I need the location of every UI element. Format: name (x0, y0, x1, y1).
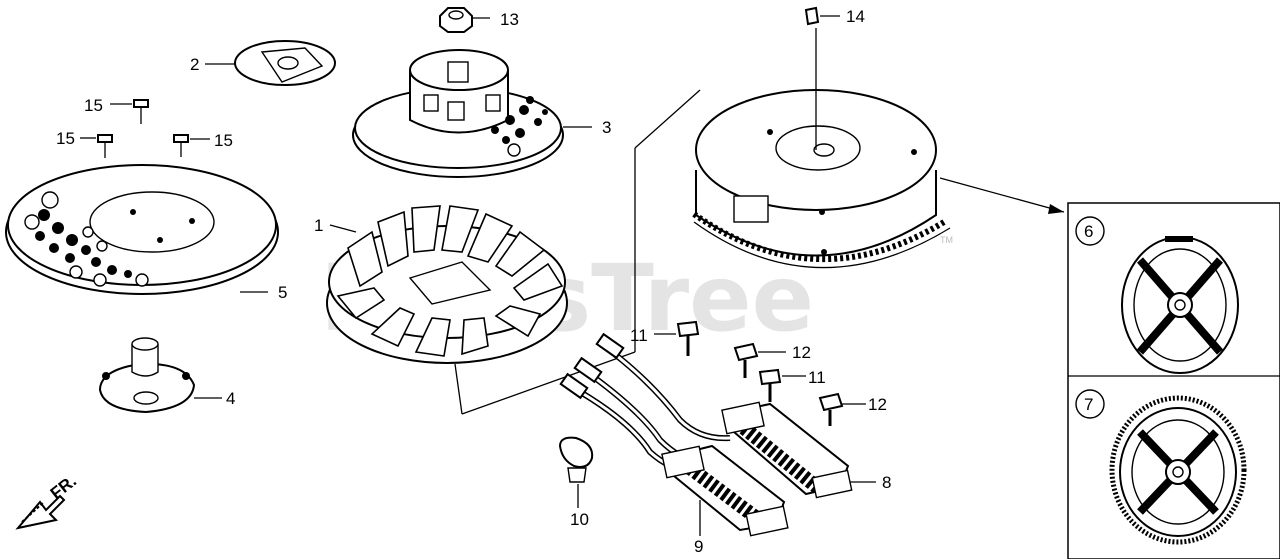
front-label: FR. (47, 471, 80, 503)
part-9-coil[interactable] (661, 444, 789, 537)
callout-11a: 11 (630, 326, 648, 345)
callout-10: 10 (570, 510, 589, 529)
callout-15c: 15 (214, 131, 233, 150)
callout-5: 5 (278, 283, 287, 302)
callout-9: 9 (694, 537, 703, 556)
part-11-bolt-a[interactable] (654, 320, 700, 356)
part-15-bolt-a[interactable] (110, 99, 149, 124)
callout-4: 4 (226, 389, 235, 408)
callout-15a: 15 (84, 96, 103, 115)
callout-8: 8 (882, 473, 891, 492)
part-7-flywheel[interactable] (1075, 389, 1247, 545)
callout-11b: 11 (808, 368, 826, 387)
part-5-cooling-plate[interactable] (5, 164, 279, 295)
part-4-mount[interactable] (98, 337, 222, 414)
part-8-coil[interactable] (721, 401, 876, 499)
part-15-bolt-b[interactable] (80, 134, 113, 158)
part-15-bolt-c[interactable] (173, 134, 210, 157)
callout-2: 2 (190, 55, 199, 74)
detail-panel (1067, 202, 1280, 559)
part-6-flywheel[interactable] (1075, 216, 1239, 374)
part-13-nut[interactable] (439, 7, 490, 33)
callout-15b: 15 (56, 129, 75, 148)
part-2-plate[interactable] (205, 40, 336, 86)
callout-3: 3 (602, 118, 611, 137)
callout-7: 7 (1084, 395, 1093, 414)
part-12-bolt-a[interactable] (733, 342, 786, 378)
assembly-lines (454, 28, 1065, 415)
trademark-mark: TM (940, 235, 953, 245)
flywheel-assembly[interactable] (692, 89, 951, 269)
part-14-key[interactable] (804, 6, 840, 26)
callout-14: 14 (846, 7, 865, 26)
part-12-bolt-b[interactable] (818, 392, 866, 426)
callout-12a: 12 (792, 343, 811, 362)
front-arrow (15, 494, 66, 530)
callout-12b: 12 (868, 395, 887, 414)
part-10-clamp[interactable] (558, 436, 594, 508)
callout-13: 13 (500, 10, 519, 29)
part-1-fan[interactable] (326, 205, 568, 364)
callout-1: 1 (314, 216, 323, 235)
part-11-bolt-b[interactable] (758, 368, 806, 402)
callout-6: 6 (1084, 222, 1093, 241)
part-3-starter-pulley[interactable] (352, 49, 592, 178)
